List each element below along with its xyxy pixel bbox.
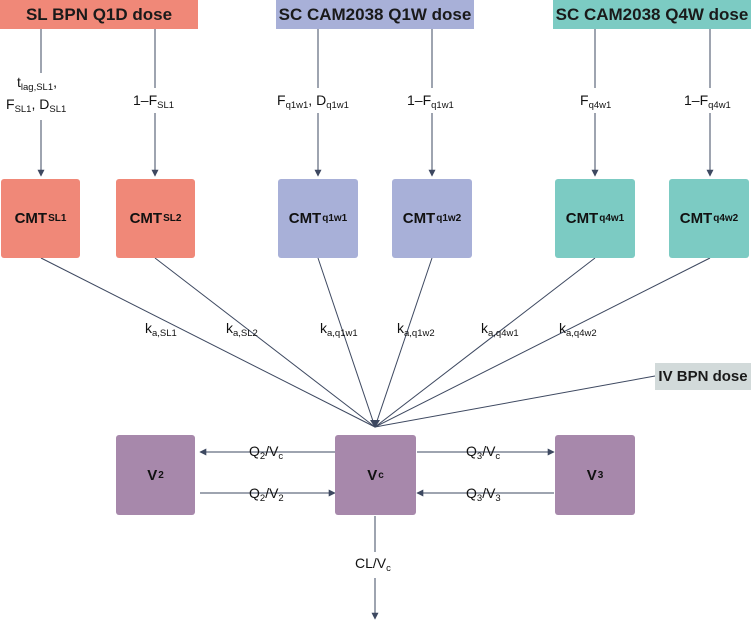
dose-box-sl: SL BPN Q1D dose bbox=[0, 0, 198, 29]
absorption-line-q4w2 bbox=[374, 257, 711, 428]
absorption-label-q1w1: ka,q1w1 bbox=[320, 320, 358, 339]
dose-box-q4w: SC CAM2038 Q4W dose bbox=[553, 0, 751, 29]
flow-label-q3-v3: Q3/V3 bbox=[466, 485, 501, 504]
absorption-label-sl1: ka,SL1 bbox=[145, 320, 177, 339]
param-label-q4w2: 1–Fq4w1 bbox=[684, 92, 731, 111]
absorption-line-q1w2 bbox=[374, 257, 433, 428]
flow-label-clearance: CL/Vc bbox=[355, 555, 391, 574]
flow-label-q2-v2: Q2/V2 bbox=[249, 485, 284, 504]
absorption-line-q1w1 bbox=[317, 257, 376, 428]
absorption-label-sl2: ka,SL2 bbox=[226, 320, 258, 339]
param-label-q4w1: Fq4w1 bbox=[580, 92, 612, 111]
iv-dose-line bbox=[374, 375, 656, 428]
dose-box-q1w: SC CAM2038 Q1W dose bbox=[276, 0, 474, 29]
param-label-sl1-line1: tlag,SL1, bbox=[17, 74, 58, 93]
convergence-arrowhead bbox=[370, 420, 380, 428]
param-label-sl1-line2: FSL1, DSL1 bbox=[6, 96, 67, 115]
absorption-label-q1w2: ka,q1w2 bbox=[397, 320, 435, 339]
flow-label-q2-vc: Q2/Vc bbox=[249, 443, 284, 462]
absorption-label-q4w2: ka,q4w2 bbox=[559, 320, 597, 339]
param-label-sl2: 1–FSL1 bbox=[133, 92, 175, 111]
absorption-line-sl2 bbox=[154, 257, 376, 428]
param-label-sl1: tlag,SL1, FSL1, DSL1 bbox=[6, 74, 66, 118]
dose-box-iv-label: IV BPN dose bbox=[658, 368, 748, 385]
dose-box-iv: IV BPN dose bbox=[655, 363, 751, 390]
dose-box-sl-label: SL BPN Q1D dose bbox=[25, 4, 173, 24]
absorption-line-sl1 bbox=[40, 257, 376, 428]
absorption-line-q4w1 bbox=[374, 257, 596, 428]
param-label-q1w2: 1–Fq1w1 bbox=[407, 92, 454, 111]
dose-box-q1w-label: SC CAM2038 Q1W dose bbox=[278, 4, 472, 24]
dose-box-q4w-label: SC CAM2038 Q4W dose bbox=[555, 4, 749, 24]
absorption-label-q4w1: ka,q4w1 bbox=[481, 320, 519, 339]
flow-label-q3-vc: Q3/Vc bbox=[466, 443, 501, 462]
param-label-q1w1: Fq1w1, Dq1w1 bbox=[277, 92, 349, 111]
